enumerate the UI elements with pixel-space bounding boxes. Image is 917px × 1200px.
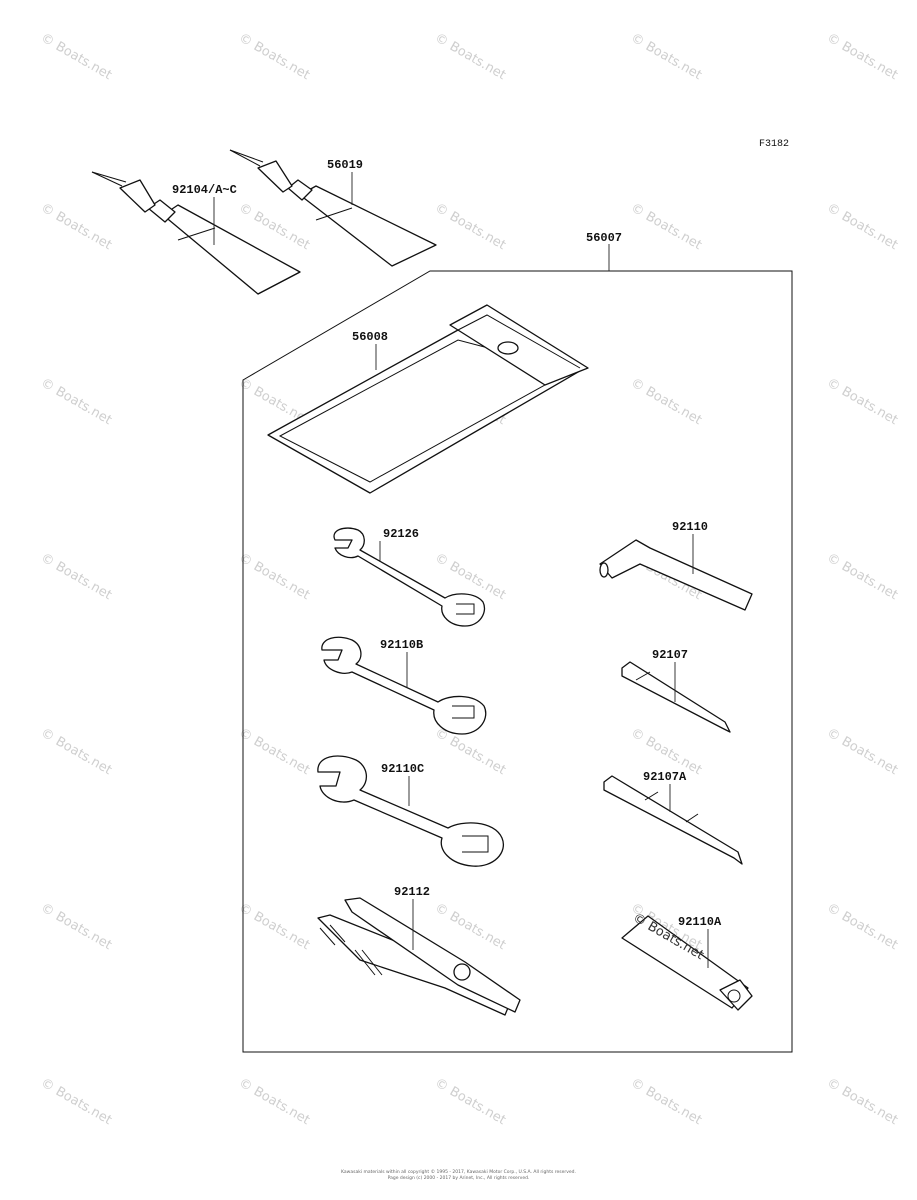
label-92110A[interactable]: 92110A [678,915,722,929]
label-92107A[interactable]: 92107A [643,770,687,784]
tool-bag-icon[interactable] [267,304,589,494]
watermark: © Boats.net [824,900,900,953]
watermark: © Boats.net [628,200,704,253]
watermark: © Boats.net [824,725,900,778]
watermark: © Boats.net [236,900,312,953]
label-92104[interactable]: 92104/A~C [172,183,237,197]
grease-tube-2-icon[interactable] [229,149,437,267]
watermark: © Boats.net [38,30,114,83]
tool-kit-outline [242,270,793,1053]
screwdriver-double-icon[interactable] [603,775,743,865]
watermark: © Boats.net [236,30,312,83]
figure-code: F3182 [759,139,789,150]
label-92126[interactable]: 92126 [383,527,419,541]
spark-plug-wrench-icon[interactable] [621,915,753,1011]
watermark: © Boats.net [628,30,704,83]
watermark: © Boats.net [628,1075,704,1128]
watermark: © Boats.net [432,200,508,253]
watermark: © Boats.net [38,375,114,428]
wrench-large-icon[interactable] [317,755,504,867]
watermark-layer: © Boats.net © Boats.net © Boats.net © Boats… [38,30,900,1128]
watermark: © Boats.net [824,200,900,253]
watermark: © Boats.net [628,375,704,428]
footer-copyright: Kawasaki materials within all copyright … [341,1170,576,1175]
watermark: © Boats.net [38,200,114,253]
watermark: © Boats.net [432,900,508,953]
label-56007[interactable]: 56007 [586,231,622,245]
label-92107[interactable]: 92107 [652,648,688,662]
footer-design: Page design (c) 2000 - 2017 by Arinet, I… [387,1176,530,1181]
watermark: © Boats.net [824,550,900,603]
wrench-small-icon[interactable] [333,527,486,627]
label-56008[interactable]: 56008 [352,330,388,344]
label-92112[interactable]: 92112 [394,885,430,899]
watermark: © Boats.net [38,725,114,778]
watermark: © Boats.net [38,1075,114,1128]
watermark: © Boats.net [824,30,900,83]
screwdriver-bit-icon[interactable] [621,661,731,733]
label-56019[interactable]: 56019 [327,158,363,172]
label-92110C[interactable]: 92110C [381,762,424,776]
watermark: © Boats.net [236,1075,312,1128]
watermark: © Boats.net [432,1075,508,1128]
watermark: © Boats.net [432,30,508,83]
pliers-icon[interactable] [317,897,521,1016]
watermark: © Boats.net [38,900,114,953]
watermark: © Boats.net [38,550,114,603]
watermark: © Boats.net [236,725,312,778]
watermark: © Boats.net [824,1075,900,1128]
watermark: © Boats.net [824,375,900,428]
hex-key-icon[interactable] [599,539,753,611]
watermark: © Boats.net [236,550,312,603]
label-92110B[interactable]: 92110B [380,638,423,652]
grease-tube-icon[interactable] [91,171,301,295]
wrench-medium-icon[interactable] [321,636,487,735]
label-92110[interactable]: 92110 [672,520,708,534]
